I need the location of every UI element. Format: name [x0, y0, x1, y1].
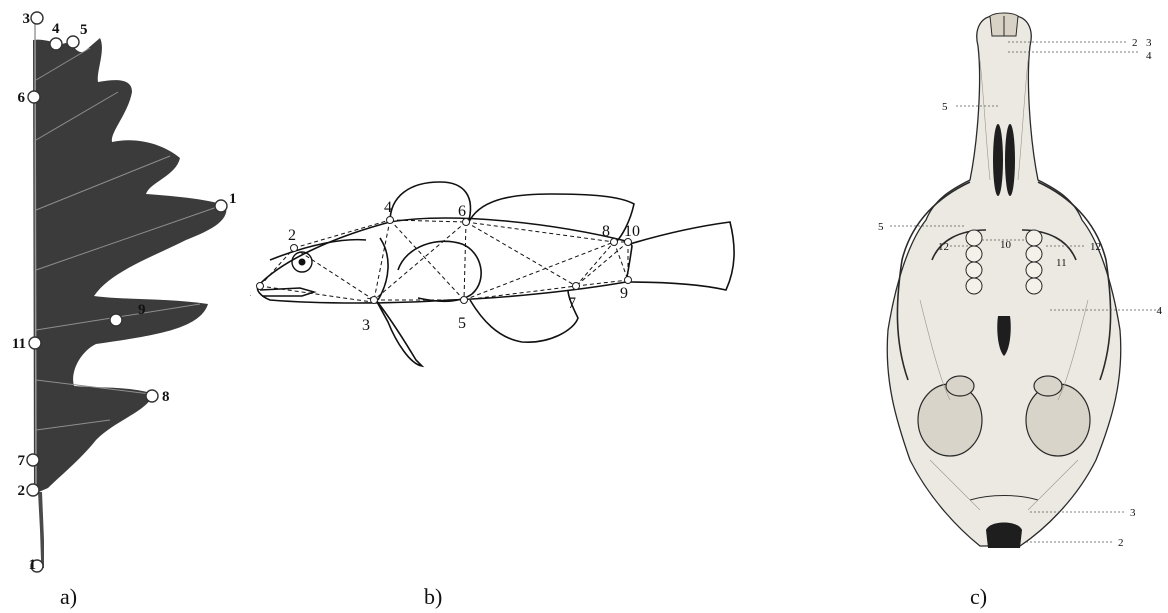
panel-caption: c) — [970, 584, 988, 609]
landmark-label: 8 — [162, 389, 170, 405]
fish-eye-pupil — [298, 258, 306, 266]
landmark-point — [49, 37, 63, 51]
panel-a-leaf: 1 2 3 4 5 6 7 8 9 11 1 a) — [0, 0, 250, 613]
landmark-label: 5 — [80, 22, 88, 38]
landmark-point — [30, 559, 44, 573]
landmark-point — [256, 282, 264, 290]
molar-rows — [965, 229, 1043, 295]
landmark-point — [610, 238, 618, 246]
landmark-point — [26, 453, 40, 467]
landmark-label: 2 — [1132, 37, 1138, 49]
landmark-point — [214, 199, 228, 213]
landmark-label: 4 — [1146, 50, 1152, 62]
landmark-point — [30, 11, 44, 25]
landmark-label: 6 — [458, 203, 466, 220]
leaf-stem — [38, 492, 44, 568]
landmark-point — [145, 389, 159, 403]
landmark-label: 11 — [12, 336, 26, 352]
fish-pectoral-fin — [397, 240, 482, 303]
landmark-point — [386, 216, 394, 224]
fish-eye — [291, 251, 313, 273]
landmark-label: 2 — [1118, 537, 1124, 549]
zygomatic-arches — [896, 181, 1112, 381]
landmark-point — [26, 483, 40, 497]
landmark-label: 4 — [384, 199, 392, 216]
landmark-point — [66, 35, 80, 49]
panel-caption: b) — [424, 584, 443, 609]
landmark-label: 10 — [1000, 239, 1012, 251]
landmark-label: 12 — [938, 241, 949, 253]
leader-lines — [890, 41, 1162, 543]
skull-outline — [886, 15, 1122, 547]
foramen-magnum — [969, 495, 1039, 548]
mesopterygoid-fossa — [997, 316, 1011, 356]
landmark-point — [572, 282, 580, 290]
landmark-point — [460, 296, 468, 304]
landmark-point — [462, 218, 470, 226]
landmark-label: 5 — [458, 315, 466, 332]
landmark-label: 9 — [138, 302, 146, 318]
fish-landmarks — [256, 216, 632, 304]
landmark-point — [370, 296, 378, 304]
leaf-blade — [33, 38, 227, 494]
landmark-label: 1 — [229, 191, 237, 207]
skull-incisors — [989, 12, 1019, 37]
landmark-label: 3 — [1146, 37, 1152, 49]
landmark-label: 3 — [1130, 507, 1136, 519]
landmark-point — [290, 244, 298, 252]
panel-caption: a) — [60, 584, 78, 609]
landmark-point — [27, 90, 41, 104]
landmark-label: 7 — [18, 453, 26, 469]
incisive-foramina — [993, 124, 1015, 196]
landmark-label: 3 — [23, 11, 31, 27]
landmark-label: 5 — [878, 221, 884, 233]
landmark-label: 2 — [288, 227, 296, 244]
landmark-mesh — [259, 219, 629, 303]
fish-pelvic-fin — [375, 299, 425, 368]
landmark-label: 11 — [1056, 257, 1067, 269]
landmark-point — [624, 276, 632, 284]
leaf-figure: 1 2 3 4 5 6 7 8 9 11 1 — [12, 11, 237, 573]
skull-shading — [919, 59, 1089, 511]
landmark-label: 12 — [1090, 241, 1101, 253]
landmark-label: 8 — [602, 223, 610, 240]
landmark-label: 5 — [942, 101, 948, 113]
landmark-label: 1 — [29, 557, 37, 573]
landmark-label: 4 — [1157, 305, 1163, 317]
landmark-label: 10 — [624, 223, 640, 240]
landmark-label: 6 — [18, 90, 26, 106]
landmark-point — [109, 313, 123, 327]
fish-dorsal-fin-1 — [389, 181, 472, 225]
fish-dorsal-fin-2 — [467, 193, 635, 243]
landmark-point — [624, 238, 632, 246]
fish-anal-fin — [469, 289, 579, 343]
landmark-label: 4 — [52, 21, 60, 37]
landmark-point — [28, 336, 42, 350]
tympanic-bullae — [917, 375, 1091, 457]
landmark-label: 2 — [18, 483, 26, 499]
landmark-label: 3 — [362, 317, 370, 334]
landmark-label: 7 — [568, 295, 576, 312]
landmark-label: 9 — [620, 285, 628, 302]
landmark-label: 1 — [250, 283, 252, 300]
skull-figure: 2 3 4 5 5 12 10 12 11 4 3 2 — [878, 12, 1163, 549]
leaf-landmarks — [26, 11, 228, 573]
fish-figure: 1 2 3 4 5 6 7 8 9 10 — [250, 181, 735, 368]
fish-caudal-fin — [627, 221, 735, 291]
panel-b-fish: 1 2 3 4 5 6 7 8 9 10 b) — [250, 0, 770, 613]
panel-c-skull: 2 3 4 5 5 12 10 12 11 4 3 2 c) — [850, 0, 1168, 613]
